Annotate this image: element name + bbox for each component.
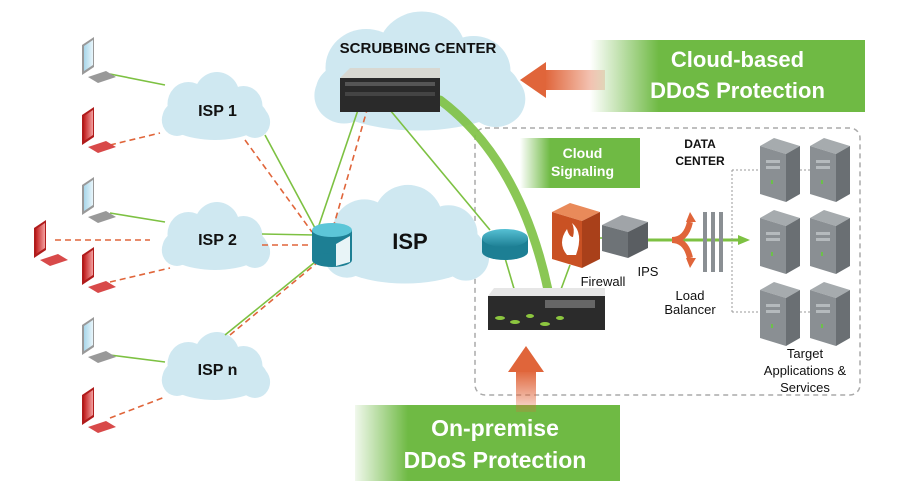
target-line2: Applications & xyxy=(763,363,847,378)
cloud-based-line2: DDoS Protection xyxy=(650,78,825,103)
arrow-icon xyxy=(738,235,750,245)
attacker-computer-icon xyxy=(82,387,116,433)
target-line1: Target xyxy=(786,346,824,361)
ips-label: IPS xyxy=(637,264,659,279)
server-icon xyxy=(810,138,850,202)
firewall-icon xyxy=(552,203,600,268)
load-balancer-line1: Load xyxy=(675,288,705,303)
isp1-label: ISP 1 xyxy=(198,103,237,120)
on-premise-appliance-icon xyxy=(488,288,605,330)
server-icon xyxy=(760,282,800,346)
server-icon xyxy=(810,210,850,274)
attacker-computer-icon xyxy=(82,247,116,293)
legit-computer-icon xyxy=(82,37,116,83)
data-center-router-icon xyxy=(482,229,528,260)
edge-router-icon xyxy=(312,223,352,267)
load-balancer-icon xyxy=(671,212,723,272)
server-icon xyxy=(760,138,800,202)
cloud-signaling-arc xyxy=(435,95,553,295)
data-center-line1: DATA xyxy=(684,137,716,151)
attack-traffic-links xyxy=(55,109,368,419)
legit-computer-icon xyxy=(82,317,116,363)
server-icon xyxy=(810,282,850,346)
ispn-label: ISP n xyxy=(197,362,238,379)
on-premise-mitigation-arrow-icon xyxy=(508,346,544,412)
load-balancer-line2: Balancer xyxy=(664,302,716,317)
attacker-computer-icon xyxy=(34,220,68,266)
cloud-mitigation-arrow-icon xyxy=(520,62,605,98)
cloud-based-line1: Cloud-based xyxy=(670,47,805,72)
scrubbing-appliance-icon xyxy=(340,68,440,112)
data-center-label: DATA CENTER xyxy=(670,136,730,170)
on-premise-line1: On-premise xyxy=(431,415,559,441)
isp2-label: ISP 2 xyxy=(198,232,237,249)
scrubbing-center-label: SCRUBBING CENTER xyxy=(339,40,497,57)
cloud-signaling-line2: Signaling xyxy=(551,163,614,179)
cloud-signaling-banner-bg xyxy=(520,138,640,188)
cloud-signaling-line1: Cloud xyxy=(562,145,603,161)
on-premise-line2: DDoS Protection xyxy=(403,447,587,473)
attacker-computer-icon xyxy=(82,107,116,153)
data-center-line2: CENTER xyxy=(675,154,725,168)
on-premise-banner-bg xyxy=(355,405,620,481)
ips-icon xyxy=(602,215,648,258)
target-line3: Services xyxy=(780,380,830,395)
legit-computer-icon xyxy=(82,177,116,223)
cloud-based-banner-bg xyxy=(590,40,865,112)
server-icon xyxy=(760,210,800,274)
firewall-label: Firewall xyxy=(580,274,626,289)
isp-label: ISP xyxy=(392,229,428,254)
